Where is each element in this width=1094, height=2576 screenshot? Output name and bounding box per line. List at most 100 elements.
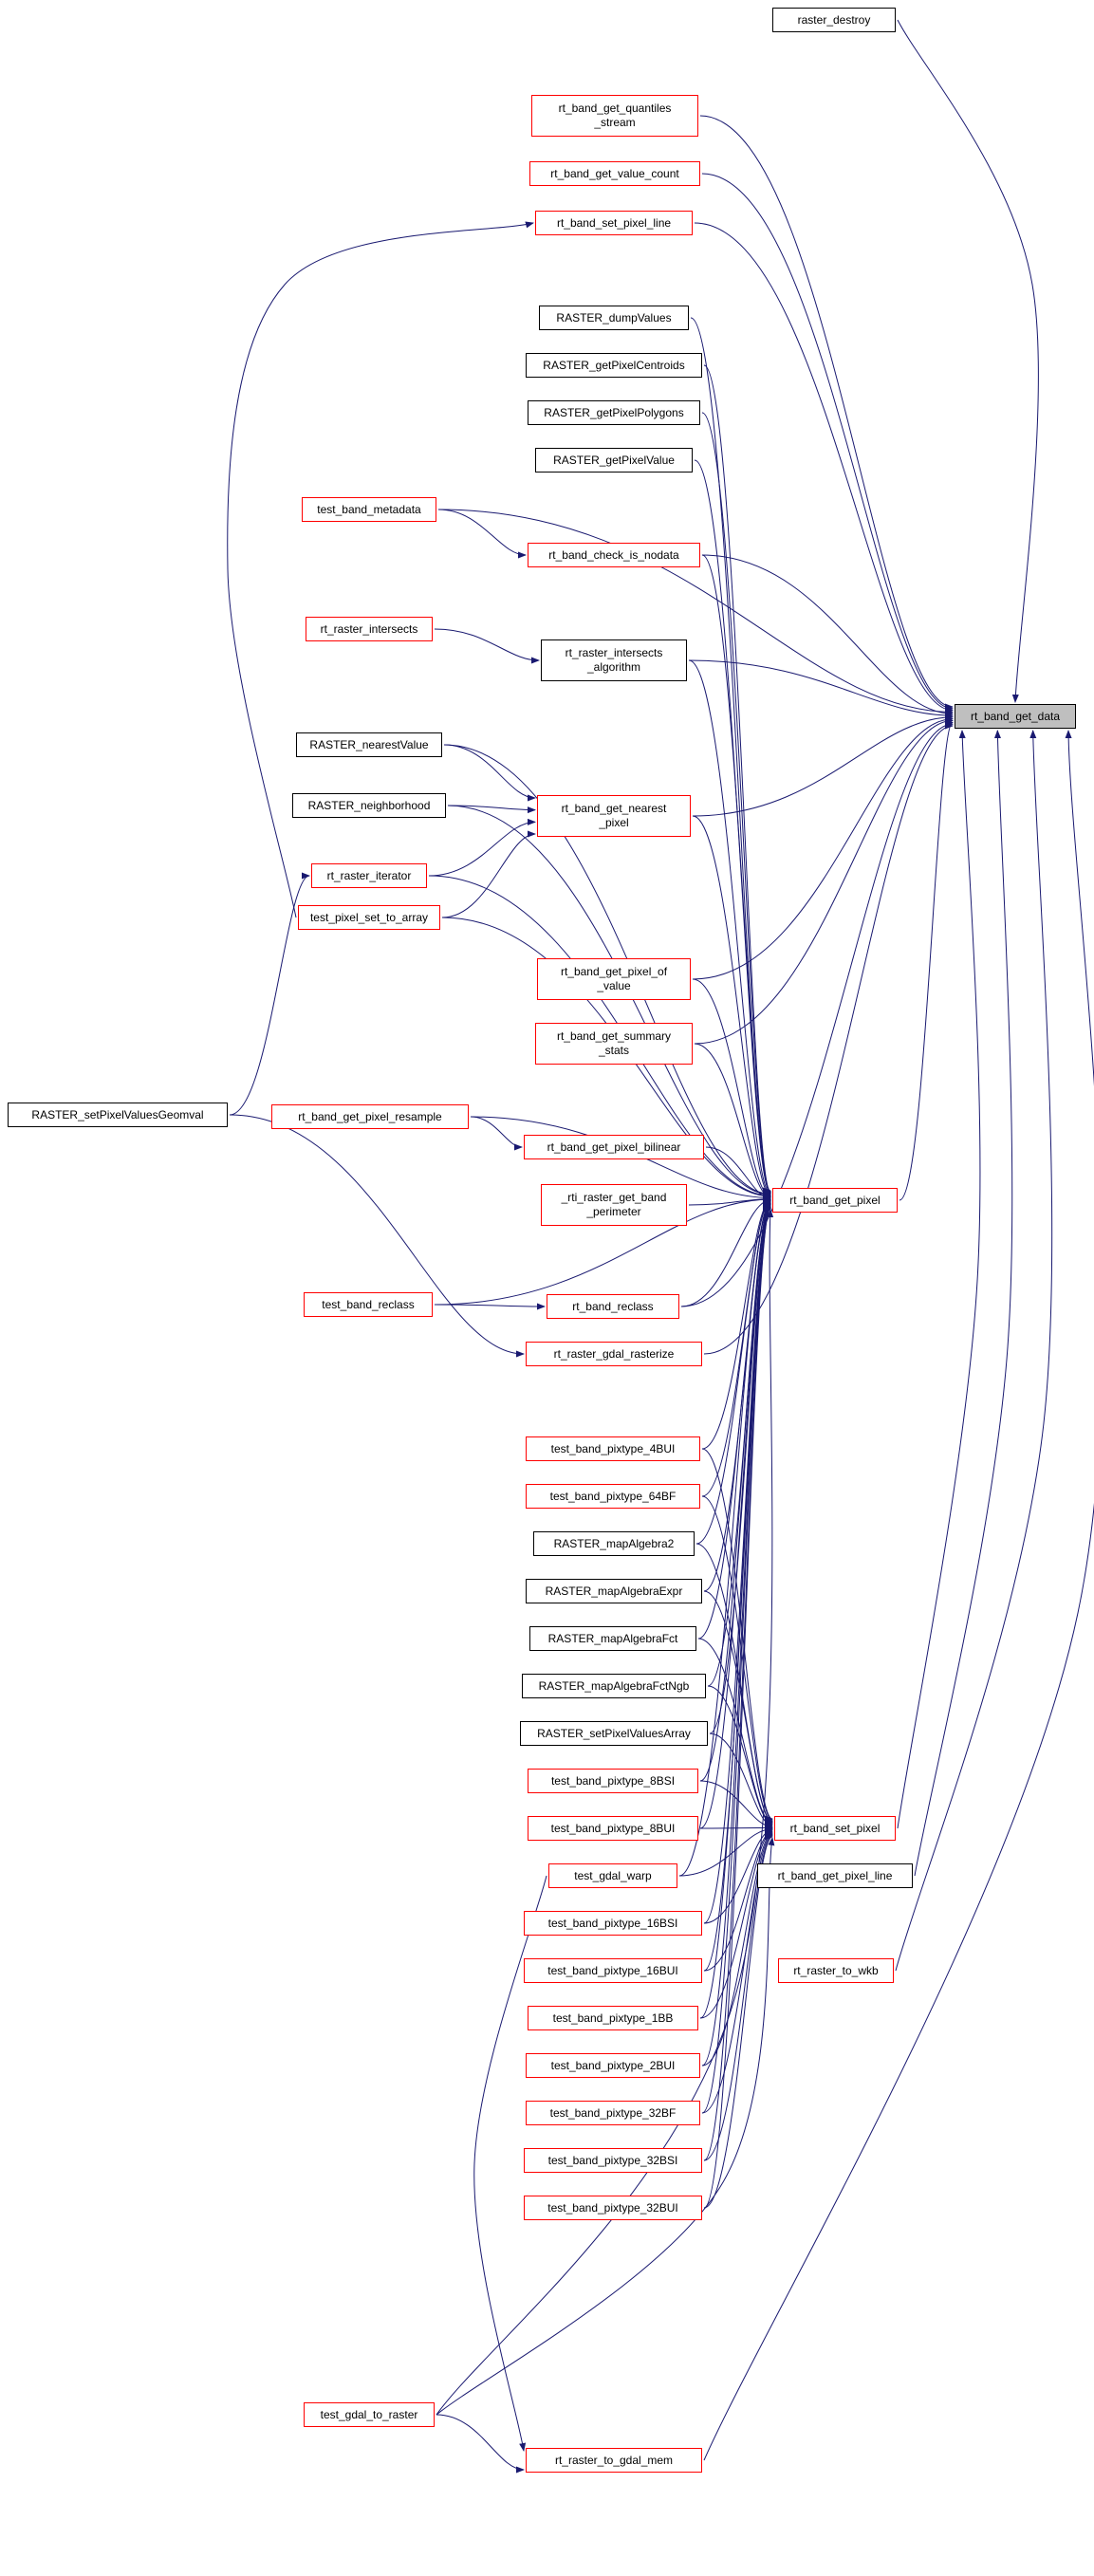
call-edge-test_gdal_warp-to-rt_raster_to_gdal_mem [473,1875,547,2452]
graph-node-test_band_pixtype_8BUI[interactable]: test_band_pixtype_8BUI [528,1816,698,1841]
graph-node-RASTER_getPixelValue[interactable]: RASTER_getPixelValue [535,448,693,473]
call-edge-test_band_metadata-to-rt_band_get_data [437,509,954,715]
call-edge-test_band_pixtype_4BUI-to-rt_band_set_pixel [701,1448,773,1823]
call-edge-rt_band_get_pixel_of_value-to-rt_band_get_data [692,715,954,980]
call-edge-rt_band_set_pixel-to-rt_band_get_data [897,730,981,1829]
graph-node-rt_band_get_data: rt_band_get_data [955,704,1076,729]
graph-node-rt_band_get_nearest_pixel[interactable]: rt_band_get_nearest _pixel [537,795,691,837]
graph-node-RASTER_mapAlgebraExpr[interactable]: RASTER_mapAlgebraExpr [526,1579,702,1603]
graph-node-rt_band_get_value_count[interactable]: rt_band_get_value_count [529,161,700,186]
graph-node-rt_band_get_pixel_resample[interactable]: rt_band_get_pixel_resample [271,1104,469,1129]
call-edge-test_gdal_to_raster-to-rt_band_set_pixel [436,1837,775,2416]
call-edge-RASTER_neighborhood-to-rt_band_get_nearest_pixel [447,805,536,814]
graph-node-rt_raster_to_gdal_mem[interactable]: rt_raster_to_gdal_mem [526,2448,702,2473]
graph-node-raster_destroy[interactable]: raster_destroy [772,8,896,32]
graph-node-rt_band_get_pixel[interactable]: rt_band_get_pixel [772,1188,898,1213]
call-edge-RASTER_setPixelValuesArray-to-rt_band_set_pixel [709,1733,773,1829]
graph-node-rt_raster_intersects_algorithm[interactable]: rt_raster_intersects _algorithm [541,639,687,681]
graph-node-rt_band_get_pixel_bilinear[interactable]: rt_band_get_pixel_bilinear [524,1135,704,1159]
graph-node-test_band_reclass[interactable]: test_band_reclass [304,1292,433,1317]
call-edge-test_pixel_set_to_array-to-rt_band_set_pixel_line [227,221,534,918]
call-edge-RASTER_mapAlgebraFct-to-rt_band_get_pixel [697,1199,771,1640]
graph-node-rt_band_check_is_nodata[interactable]: rt_band_check_is_nodata [528,543,700,567]
graph-node-rt_raster_to_wkb[interactable]: rt_raster_to_wkb [778,1958,894,1983]
graph-node-test_band_metadata[interactable]: test_band_metadata [302,497,436,522]
graph-node-rt_band_get_quantiles_stream[interactable]: rt_band_get_quantiles _stream [531,95,698,137]
graph-node-RASTER_mapAlgebraFct[interactable]: RASTER_mapAlgebraFct [529,1626,696,1651]
graph-node-RASTER_getPixelPolygons[interactable]: RASTER_getPixelPolygons [528,400,700,425]
call-edge-RASTER_setPixelValuesGeomval-to-rt_raster_iterator [229,872,310,1116]
call-edge-test_gdal_to_raster-to-rt_raster_to_gdal_mem [436,2414,525,2474]
call-edge-rt_raster_iterator-to-rt_band_get_nearest_pixel [428,818,536,877]
graph-node-test_band_pixtype_16BSI[interactable]: test_band_pixtype_16BSI [524,1911,702,1936]
call-edge-test_band_pixtype_1BB-to-rt_band_get_pixel [699,1203,771,2019]
graph-node-rt_band_set_pixel_line[interactable]: rt_band_set_pixel_line [535,211,693,235]
call-edge-RASTER_mapAlgebra2-to-rt_band_get_pixel [695,1198,771,1545]
call-edge-test_band_pixtype_32BUI-to-rt_band_get_pixel [703,1206,771,2209]
call-edge-test_band_pixtype_32BSI-to-rt_band_set_pixel [703,1832,773,2161]
graph-node-test_band_pixtype_1BB[interactable]: test_band_pixtype_1BB [528,2006,698,2030]
call-edge-rt_band_check_is_nodata-to-rt_band_get_pixel [701,554,771,1196]
call-edge-rt_band_get_summary_stats-to-rt_band_get_data [694,717,954,1045]
graph-node-test_band_pixtype_64BF[interactable]: test_band_pixtype_64BF [526,1484,700,1509]
call-edge-rt_band_reclass-to-rt_band_get_data [680,720,954,1307]
graph-node-RASTER_setPixelValuesArray[interactable]: RASTER_setPixelValuesArray [520,1721,708,1746]
call-edge-test_gdal_to_raster-to-rt_band_get_pixel [436,1209,774,2416]
graph-node-test_pixel_set_to_array[interactable]: test_pixel_set_to_array [298,905,440,930]
graph-node-test_gdal_to_raster[interactable]: test_gdal_to_raster [304,2402,435,2427]
call-edge-RASTER_neighborhood-to-rt_band_get_pixel [447,805,771,1198]
call-edge-rt_band_get_quantiles_stream-to-rt_band_get_data [699,115,954,711]
call-edge-rt_band_get_pixel_of_value-to-rt_band_get_pixel [692,978,771,1200]
call-edge-rt_raster_intersects_algorithm-to-rt_band_get_pixel [688,659,771,1197]
call-edge-test_band_pixtype_32BF-to-rt_band_set_pixel [701,1831,773,2114]
call-edge-test_band_pixtype_8BUI-to-rt_band_get_pixel [699,1201,771,1829]
call-edge-test_pixel_set_to_array-to-rt_band_get_nearest_pixel [441,830,536,918]
call-edge-RASTER_getPixelCentroids-to-rt_band_get_pixel [703,364,771,1195]
graph-node-_rti_raster_get_band_perimeter[interactable]: _rti_raster_get_band _perimeter [541,1184,687,1226]
graph-node-rt_band_get_pixel_of_value[interactable]: rt_band_get_pixel_of _value [537,958,691,1000]
call-edge-test_band_pixtype_2BUI-to-rt_band_set_pixel [701,1829,773,2066]
call-edge-test_band_pixtype_2BUI-to-rt_band_get_pixel [701,1204,771,2066]
call-edge-raster_destroy-to-rt_band_get_data [897,19,1039,703]
call-edge-test_band_pixtype_32BUI-to-rt_band_set_pixel [703,1833,773,2209]
graph-node-rt_band_set_pixel[interactable]: rt_band_set_pixel [774,1816,896,1841]
graph-node-test_band_pixtype_32BSI[interactable]: test_band_pixtype_32BSI [524,2148,702,2173]
graph-node-test_band_pixtype_4BUI[interactable]: test_band_pixtype_4BUI [526,1436,700,1461]
graph-node-RASTER_mapAlgebraFctNgb[interactable]: RASTER_mapAlgebraFctNgb [522,1674,706,1698]
graph-node-rt_band_get_summary_stats[interactable]: rt_band_get_summary _stats [535,1023,693,1065]
call-edge-rt_band_get_pixel_resample-to-rt_band_get_pixel_bilinear [470,1116,523,1151]
call-edge-rt_band_get_pixel_line-to-rt_band_get_data [914,730,1013,1877]
call-edge-RASTER_getPixelPolygons-to-rt_band_get_pixel [701,412,771,1195]
call-edge-test_band_pixtype_1BB-to-rt_band_set_pixel [699,1828,773,2019]
graph-node-test_gdal_warp[interactable]: test_gdal_warp [548,1863,677,1888]
call-edge-rt_raster_intersects-to-rt_raster_intersects_algorithm [434,628,540,664]
call-edge-RASTER_mapAlgebraExpr-to-rt_band_set_pixel [703,1590,773,1825]
graph-node-rt_raster_intersects[interactable]: rt_raster_intersects [306,617,433,641]
graph-node-test_band_pixtype_16BUI[interactable]: test_band_pixtype_16BUI [524,1958,702,1983]
graph-node-test_band_pixtype_2BUI[interactable]: test_band_pixtype_2BUI [526,2053,700,2078]
graph-node-rt_band_get_pixel_line[interactable]: rt_band_get_pixel_line [757,1863,913,1888]
graph-node-test_band_pixtype_32BF[interactable]: test_band_pixtype_32BF [526,2101,700,2125]
call-edge-rt_band_get_value_count-to-rt_band_get_data [701,173,954,713]
call-edge-test_band_reclass-to-rt_band_get_pixel [434,1195,771,1306]
graph-node-test_band_pixtype_8BSI[interactable]: test_band_pixtype_8BSI [528,1769,698,1793]
call-edge-RASTER_mapAlgebraFct-to-rt_band_set_pixel [697,1638,773,1827]
graph-node-RASTER_dumpValues[interactable]: RASTER_dumpValues [539,306,689,330]
call-edge-test_band_reclass-to-rt_band_reclass [434,1303,546,1310]
graph-node-RASTER_neighborhood[interactable]: RASTER_neighborhood [292,793,446,818]
call-edge-rt_band_get_pixel-to-rt_band_get_data [899,719,954,1201]
call-edge-RASTER_mapAlgebraFctNgb-to-rt_band_set_pixel [707,1685,773,1828]
graph-node-rt_raster_gdal_rasterize[interactable]: rt_raster_gdal_rasterize [526,1342,702,1366]
call-edge-rt_band_get_nearest_pixel-to-rt_band_get_pixel [692,815,771,1198]
graph-node-rt_band_reclass[interactable]: rt_band_reclass [547,1294,679,1319]
graph-node-RASTER_nearestValue[interactable]: RASTER_nearestValue [296,732,442,757]
graph-node-rt_raster_iterator[interactable]: rt_raster_iterator [311,863,427,888]
graph-node-RASTER_getPixelCentroids[interactable]: RASTER_getPixelCentroids [526,353,702,378]
graph-node-RASTER_mapAlgebra2[interactable]: RASTER_mapAlgebra2 [533,1531,695,1556]
graph-node-test_band_pixtype_32BUI[interactable]: test_band_pixtype_32BUI [524,2196,702,2220]
call-edge-rt_band_reclass-to-rt_band_get_pixel [680,1196,771,1307]
graph-node-RASTER_setPixelValuesGeomval[interactable]: RASTER_setPixelValuesGeomval [8,1103,228,1127]
call-edge-RASTER_getPixelValue-to-rt_band_get_pixel [694,459,771,1195]
